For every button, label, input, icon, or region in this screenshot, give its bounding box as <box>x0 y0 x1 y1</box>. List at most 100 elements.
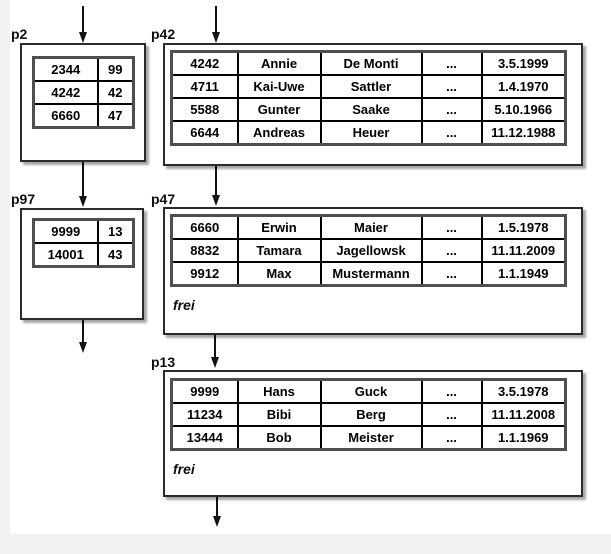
table-cell: 4711 <box>170 74 239 99</box>
table-cell: Heuer <box>319 120 423 146</box>
table-cell: Kai-Uwe <box>236 74 322 99</box>
table-cell: ... <box>420 120 483 146</box>
table-cell: 8832 <box>170 238 239 263</box>
table-cell: ... <box>420 238 483 263</box>
table-row: 9999 Hans Guck ... 3.5.1978 <box>170 378 567 404</box>
table-cell: ... <box>420 425 483 451</box>
free-space-label: frei <box>173 297 195 313</box>
table-cell: 99 <box>96 56 135 82</box>
table-cell: Saake <box>319 97 423 122</box>
table-cell: 11234 <box>170 402 239 427</box>
table-cell: 6660 <box>32 103 99 129</box>
arrow-shaft <box>214 164 217 195</box>
data-table-p47: 6660 Erwin Maier ... 1.5.1978 8832 Tamar… <box>170 214 567 287</box>
table-cell: Maier <box>319 214 423 240</box>
table-cell: 11.12.1988 <box>480 120 567 146</box>
page-label-p97: p97 <box>11 191 36 207</box>
arrow-shaft <box>215 497 218 516</box>
table-cell: 5.10.1966 <box>480 97 567 122</box>
table-row: 4711 Kai-Uwe Sattler ... 1.4.1970 <box>170 74 567 99</box>
data-table-p42: 4242 Annie De Monti ... 3.5.1999 4711 Ka… <box>170 50 567 146</box>
table-cell: 9999 <box>32 218 99 244</box>
arrow-shaft <box>81 320 84 342</box>
page-label-p2: p2 <box>11 26 28 42</box>
table-cell: Bob <box>236 425 322 451</box>
table-cell: Tamara <box>236 238 322 263</box>
free-space-label: frei <box>173 461 195 477</box>
arrow-head-icon <box>78 32 87 43</box>
table-cell: ... <box>420 214 483 240</box>
table-row: 13444 Bob Meister ... 1.1.1969 <box>170 425 567 451</box>
arrow-down-into-p2-icon <box>78 6 87 43</box>
table-cell: 13444 <box>170 425 239 451</box>
table-row: 2344 99 <box>32 56 135 82</box>
table-cell: 1.1.1969 <box>480 425 567 451</box>
table-cell: 11.11.2009 <box>480 238 567 263</box>
table-row: 4242 42 <box>32 80 135 105</box>
table-row: 9912 Max Mustermann ... 1.1.1949 <box>170 261 567 287</box>
table-cell: 9912 <box>170 261 239 287</box>
table-cell: Guck <box>319 378 423 404</box>
arrow-shaft <box>81 161 84 196</box>
table-cell: 4242 <box>32 80 99 105</box>
page-box-p2: 2344 99 4242 42 6660 47 <box>20 43 146 162</box>
table-row: 4242 Annie De Monti ... 3.5.1999 <box>170 50 567 76</box>
table-cell: ... <box>420 378 483 404</box>
arrow-p13-down-icon <box>212 497 221 527</box>
arrow-shaft <box>214 6 217 32</box>
table-row: 11234 Bibi Berg ... 11.11.2008 <box>170 402 567 427</box>
arrow-head-icon <box>78 342 87 353</box>
table-cell: 2344 <box>32 56 99 82</box>
arrow-shaft <box>81 6 84 32</box>
table-cell: 1.5.1978 <box>480 214 567 240</box>
data-table-p13: 9999 Hans Guck ... 3.5.1978 11234 Bibi B… <box>170 378 567 451</box>
arrow-p97-down-icon <box>78 320 87 353</box>
page-box-p47: 6660 Erwin Maier ... 1.5.1978 8832 Tamar… <box>163 207 583 335</box>
arrow-head-icon <box>211 32 220 43</box>
page-label-p13: p13 <box>151 354 176 370</box>
arrow-p47-to-p13-icon <box>210 335 219 368</box>
table-cell: Max <box>236 261 322 287</box>
arrow-head-icon <box>212 516 221 527</box>
table-row: 8832 Tamara Jagellowsk ... 11.11.2009 <box>170 238 567 263</box>
table-cell: Gunter <box>236 97 322 122</box>
table-cell: 47 <box>96 103 135 129</box>
table-row: 5588 Gunter Saake ... 5.10.1966 <box>170 97 567 122</box>
index-table-p2: 2344 99 4242 42 6660 47 <box>32 56 135 129</box>
table-cell: 42 <box>96 80 135 105</box>
table-row: 14001 43 <box>32 242 135 268</box>
table-row: 6660 47 <box>32 103 135 129</box>
arrow-down-into-p42-icon <box>211 6 220 43</box>
arrow-p42-to-p47-icon <box>211 164 220 206</box>
table-cell: 4242 <box>170 50 239 76</box>
table-cell: 3.5.1978 <box>480 378 567 404</box>
table-cell: Berg <box>319 402 423 427</box>
table-cell: 3.5.1999 <box>480 50 567 76</box>
table-row: 9999 13 <box>32 218 135 244</box>
table-row: 6660 Erwin Maier ... 1.5.1978 <box>170 214 567 240</box>
page-box-p97: 9999 13 14001 43 <box>20 208 144 320</box>
table-cell: 13 <box>96 218 135 244</box>
table-cell: Jagellowsk <box>319 238 423 263</box>
table-cell: Sattler <box>319 74 423 99</box>
table-cell: 14001 <box>32 242 99 268</box>
table-cell: 1.1.1949 <box>480 261 567 287</box>
table-cell: ... <box>420 50 483 76</box>
page-box-p42: 4242 Annie De Monti ... 3.5.1999 4711 Ka… <box>163 43 583 166</box>
table-cell: 6644 <box>170 120 239 146</box>
arrow-head-icon <box>211 195 220 206</box>
arrow-p2-to-p97-icon <box>78 161 87 207</box>
page-box-p13: 9999 Hans Guck ... 3.5.1978 11234 Bibi B… <box>163 370 583 497</box>
table-cell: ... <box>420 261 483 287</box>
table-cell: Hans <box>236 378 322 404</box>
table-cell: Andreas <box>236 120 322 146</box>
arrow-head-icon <box>210 357 219 368</box>
table-cell: De Monti <box>319 50 423 76</box>
table-cell: ... <box>420 74 483 99</box>
table-cell: ... <box>420 402 483 427</box>
arrow-shaft <box>213 335 216 357</box>
table-cell: Mustermann <box>319 261 423 287</box>
table-cell: 1.4.1970 <box>480 74 567 99</box>
table-row: 6644 Andreas Heuer ... 11.12.1988 <box>170 120 567 146</box>
